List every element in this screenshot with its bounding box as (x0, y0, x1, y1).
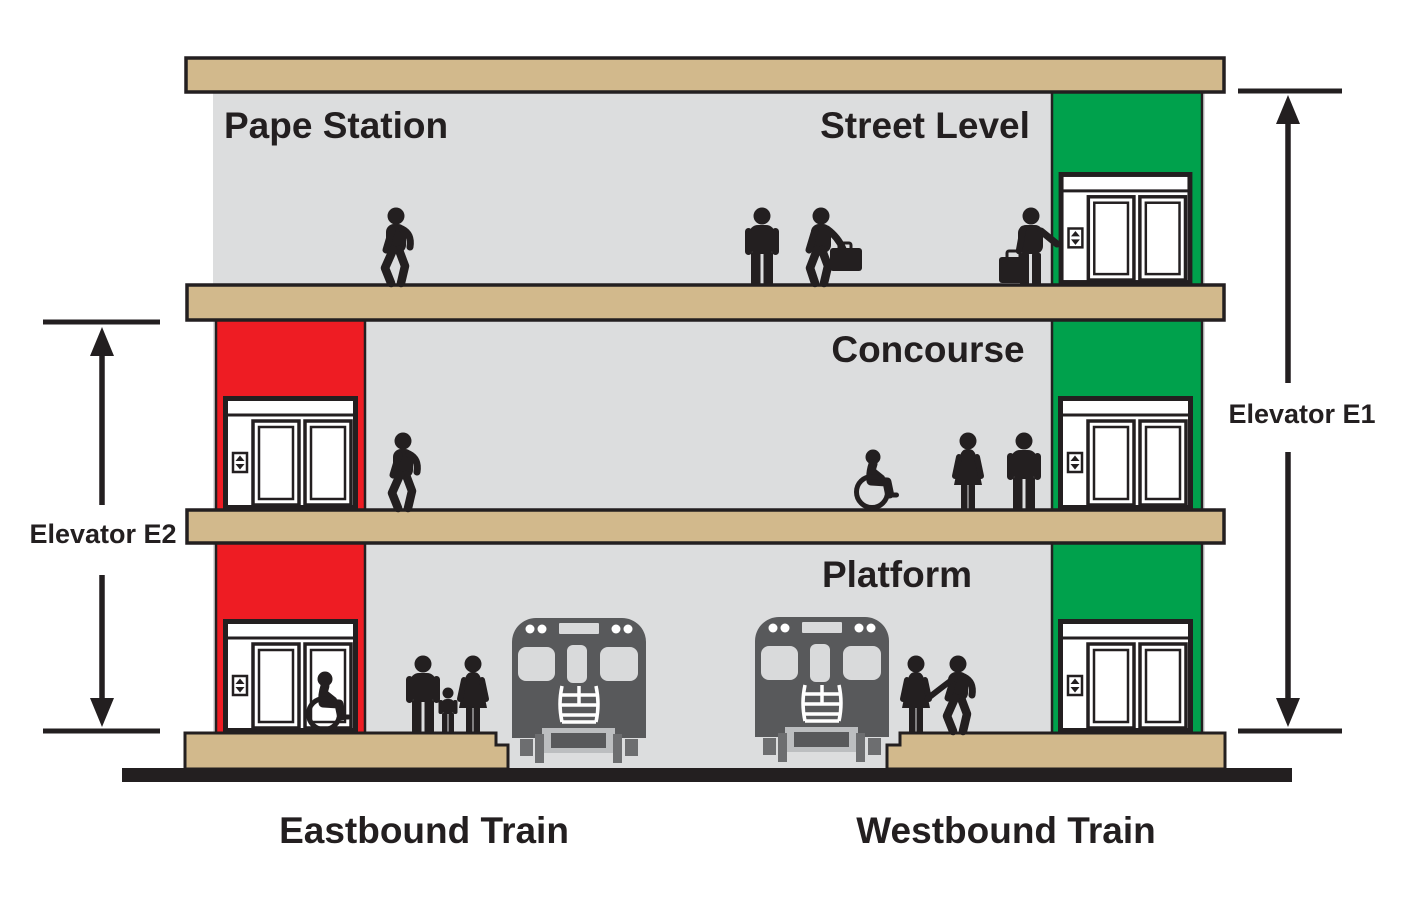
elevator-e1-label: Elevator E1 (1228, 399, 1375, 429)
roof-beam (184, 56, 1226, 94)
concourse-floor-beam (185, 508, 1226, 545)
station-interior (213, 92, 1205, 768)
eastbound-train-icon (510, 616, 648, 765)
elevator-e1-platform-doors (1061, 622, 1191, 731)
platform-label: Platform (822, 554, 972, 595)
westbound-train-icon (753, 615, 891, 764)
platform-slab-left (183, 731, 510, 771)
elevator-e1-concourse-doors (1061, 399, 1191, 508)
elevator-e2-platform-doors (226, 622, 356, 731)
elevator-e2-label: Elevator E2 (29, 519, 176, 549)
ground-line (122, 768, 1292, 782)
platform-slab-right (885, 731, 1227, 771)
elevator-e2-concourse-doors (226, 399, 356, 508)
couple-holding-hands-icon (902, 656, 972, 734)
elevator-e1-extent-arrow (1238, 88, 1342, 734)
elevator-e1-street-doors (1061, 174, 1190, 282)
concourse-label: Concourse (831, 329, 1024, 370)
westbound-train-label: Westbound Train (856, 810, 1155, 851)
station-title: Pape Station (224, 105, 448, 146)
eastbound-train-label: Eastbound Train (279, 810, 569, 851)
street-level-floor-beam (185, 283, 1226, 322)
street-level-label: Street Level (820, 105, 1030, 146)
elevator-e2-extent-arrow (43, 319, 160, 734)
